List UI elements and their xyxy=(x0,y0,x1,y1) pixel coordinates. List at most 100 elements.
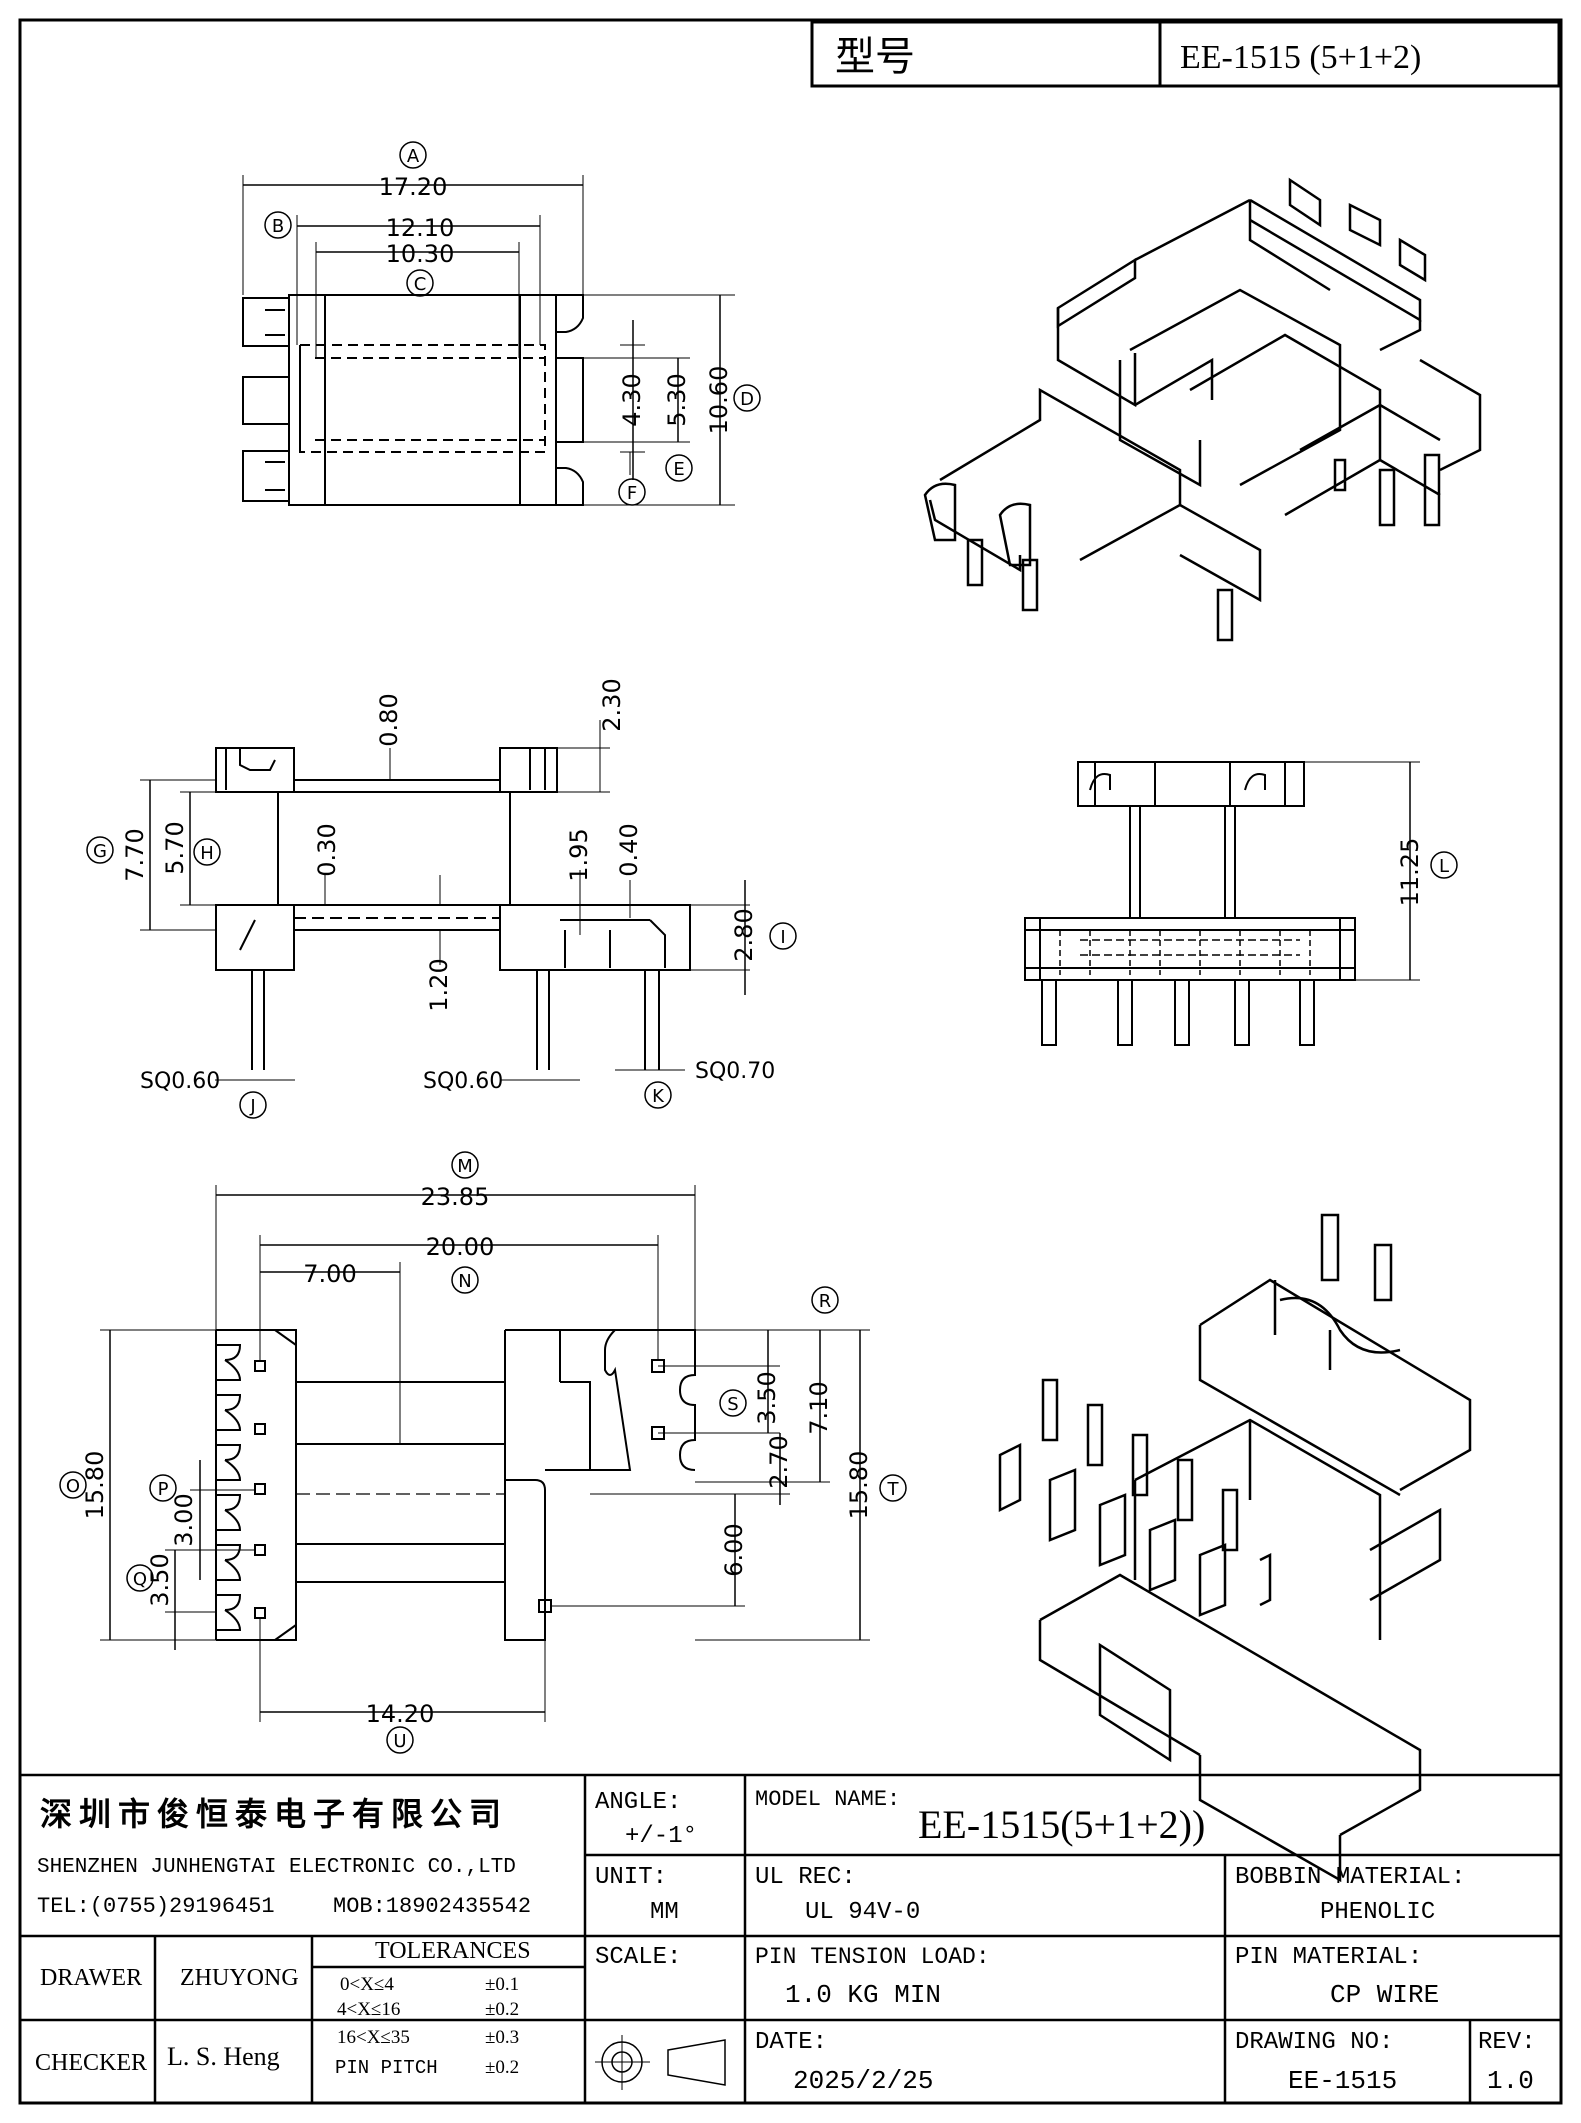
dim-a: 17.20 xyxy=(379,173,448,201)
dim-g: 7.70 xyxy=(121,828,149,881)
tolerances-label: TOLERANCES xyxy=(375,1938,531,1964)
dim-030: 0.30 xyxy=(313,823,341,876)
label-o: O xyxy=(66,1476,80,1497)
sq-k: SQ0.70 xyxy=(695,1059,775,1084)
model-name-label: MODEL NAME: xyxy=(755,1787,900,1812)
drawer-label: DRAWER xyxy=(40,1965,142,1991)
bobbin-label: BOBBIN MATERIAL: xyxy=(1235,1864,1465,1891)
unit-label: UNIT: xyxy=(595,1864,667,1891)
scale-label: SCALE: xyxy=(595,1944,681,1971)
pin-tension-label: PIN TENSION LOAD: xyxy=(755,1944,990,1970)
title-block-text: 深圳市俊恒泰电子有限公司 SHENZHEN JUNHENGTAI ELECTRO… xyxy=(35,1787,1536,2096)
top-view xyxy=(242,175,735,506)
dim-u: 14.20 xyxy=(366,1700,435,1728)
dim-d: 10.60 xyxy=(705,366,733,435)
dim-280: 2.80 xyxy=(730,908,758,961)
drawing-no-label: DRAWING NO: xyxy=(1235,2029,1393,2056)
sq-mid: SQ0.60 xyxy=(423,1069,503,1094)
dim-600: 6.00 xyxy=(720,1523,748,1576)
company-tel: TEL:(0755)29196451 xyxy=(37,1894,275,1919)
tol-range-4: PIN PITCH xyxy=(335,2057,438,2079)
angle-value: +/-1° xyxy=(625,1823,697,1850)
dim-120: 1.20 xyxy=(425,958,453,1011)
pin-material-value: CP WIRE xyxy=(1330,1980,1439,2010)
dim-m: 23.85 xyxy=(421,1183,490,1211)
ul-label: UL REC: xyxy=(755,1864,856,1891)
label-k: K xyxy=(652,1086,665,1107)
drawer-value: ZHUYONG xyxy=(180,1965,299,1991)
unit-value: MM xyxy=(650,1899,679,1926)
label-h: H xyxy=(200,843,214,864)
tol-value-1: ±0.1 xyxy=(485,1974,519,1995)
label-g: G xyxy=(93,841,107,862)
label-q: Q xyxy=(133,1569,147,1590)
label-d: D xyxy=(740,389,754,410)
label-f: F xyxy=(627,483,637,504)
top-view-labels: A 17.20 B 12.10 10.30 C D 10.60 5.30 E 4… xyxy=(264,141,761,506)
label-j: J xyxy=(249,1096,255,1117)
dim-p: 3.00 xyxy=(170,1493,198,1546)
tol-range-1: 0<X≤4 xyxy=(340,1974,394,1995)
rev-label: REV: xyxy=(1478,2029,1536,2056)
label-c: C xyxy=(414,274,427,295)
dim-c: 10.30 xyxy=(386,240,455,268)
dim-b: 12.10 xyxy=(386,214,455,242)
dim-080: 0.80 xyxy=(375,693,403,746)
tol-value-4: ±0.2 xyxy=(485,2057,519,2078)
model-value: EE-1515 (5+1+2) xyxy=(1180,39,1421,76)
company-en: SHENZHEN JUNHENGTAI ELECTRONIC CO.,LTD xyxy=(37,1856,516,1879)
model-name-value: EE-1515(5+1+2)) xyxy=(918,1802,1205,1847)
label-p: P xyxy=(158,1479,169,1500)
iso-view-top xyxy=(923,177,1482,642)
dim-s: 3.50 xyxy=(753,1371,781,1424)
checker-value: L. S. Heng xyxy=(167,2042,280,2071)
bottom-view xyxy=(100,1185,870,1722)
tol-value-2: ±0.2 xyxy=(485,1999,519,2020)
label-e: E xyxy=(673,459,684,480)
sheet-border xyxy=(18,18,1563,2105)
dim-270: 2.70 xyxy=(765,1435,793,1488)
dim-e: 5.30 xyxy=(663,373,691,426)
model-label: 型号 xyxy=(835,34,915,79)
dim-700: 7.00 xyxy=(303,1260,356,1288)
iso-view-bottom xyxy=(998,1213,1472,1883)
dim-q: 3.50 xyxy=(146,1553,174,1606)
checker-label: CHECKER xyxy=(35,2050,147,2076)
company-mob: MOB:18902435542 xyxy=(333,1894,531,1919)
bobbin-value: PHENOLIC xyxy=(1320,1899,1435,1926)
label-i: I xyxy=(780,927,785,948)
tol-range-2: 4<X≤16 xyxy=(337,1999,400,2020)
model-title-box: 型号 EE-1515 (5+1+2) xyxy=(810,20,1561,88)
side-view xyxy=(1024,761,1420,1046)
sq-j: SQ0.60 xyxy=(140,1069,220,1094)
dim-h: 5.70 xyxy=(161,821,189,874)
dim-040: 0.40 xyxy=(615,823,643,876)
date-value: 2025/2/25 xyxy=(793,2066,933,2096)
ul-value: UL 94V-0 xyxy=(805,1899,920,1926)
label-u: U xyxy=(393,1731,406,1752)
label-s: S xyxy=(727,1394,738,1415)
label-t: T xyxy=(887,1479,900,1500)
tol-value-3: ±0.3 xyxy=(485,2027,519,2048)
date-label: DATE: xyxy=(755,2029,827,2056)
label-m: M xyxy=(457,1156,473,1177)
front-view-labels: G 7.70 5.70 H 0.80 2.30 0.30 1.95 0.40 1… xyxy=(86,678,797,1119)
dim-o: 15.80 xyxy=(81,1451,109,1520)
bottom-view-labels: M 23.85 20.00 N 7.00 O 15.80 P 3.00 Q 3.… xyxy=(59,1151,907,1754)
rev-value: 1.0 xyxy=(1487,2066,1534,2096)
label-l: L xyxy=(1439,856,1449,877)
label-b: B xyxy=(272,216,284,237)
dim-195: 1.95 xyxy=(565,828,593,881)
label-a: A xyxy=(407,146,420,167)
title-block-grid xyxy=(20,1773,1561,2103)
front-view xyxy=(140,720,750,1081)
label-n: N xyxy=(458,1271,471,1292)
pin-tension-value: 1.0 KG MIN xyxy=(785,1980,941,2010)
dim-230: 2.30 xyxy=(598,678,626,731)
tol-range-3: 16<X≤35 xyxy=(337,2027,410,2048)
angle-label: ANGLE: xyxy=(595,1789,681,1816)
pin-material-label: PIN MATERIAL: xyxy=(1235,1944,1422,1971)
dim-t: 15.80 xyxy=(845,1451,873,1520)
dim-l: 11.25 xyxy=(1396,838,1424,907)
